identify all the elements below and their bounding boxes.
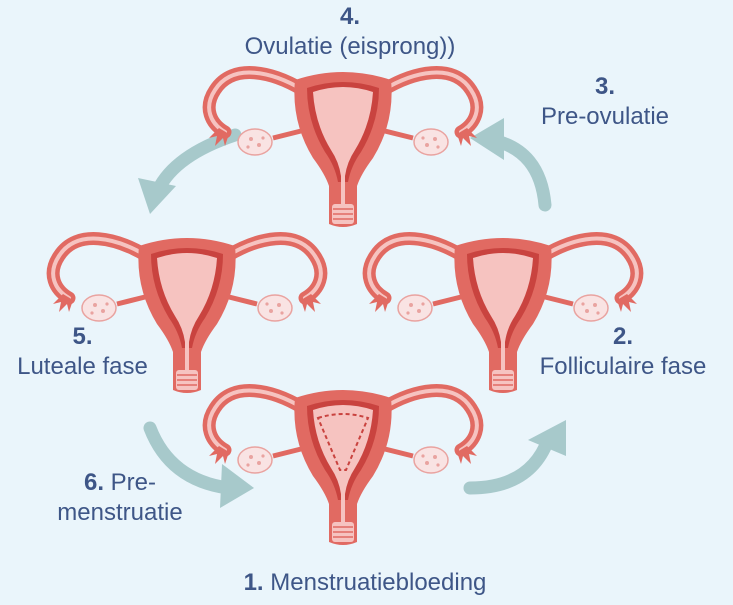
stage-3-label: 3. Pre-ovulatie bbox=[510, 72, 700, 132]
stage-number: 5. bbox=[72, 323, 93, 350]
stage-2-label: 2. Folliculaire fase bbox=[515, 322, 731, 382]
stage-name: Folliculaire fase bbox=[539, 353, 707, 380]
stage-number: 1. bbox=[243, 569, 264, 596]
stage-name: Pre-ovulatie bbox=[540, 103, 670, 130]
curved-arrow-icon bbox=[528, 420, 566, 456]
stage-number: 2. bbox=[612, 323, 633, 350]
ovulation-egg bbox=[368, 117, 374, 123]
stage-name: Ovulatie (eisprong)) bbox=[244, 33, 456, 60]
stage-1-label: 1. Menstruatiebloeding bbox=[180, 568, 550, 598]
stage-number: 3. bbox=[594, 73, 615, 100]
curved-arrow-icon bbox=[138, 178, 176, 214]
arrow-1-to-2 bbox=[463, 433, 555, 495]
uterus-icon bbox=[209, 72, 477, 227]
curved-arrow-icon bbox=[220, 464, 254, 508]
arrow-5-to-6 bbox=[143, 421, 235, 495]
stage-name: Luteale fase bbox=[17, 353, 148, 380]
stage-number: 6. bbox=[83, 469, 104, 496]
stage-6-label: 6. Pre- menstruatie bbox=[30, 468, 210, 528]
stage-name-line2: menstruatie bbox=[57, 499, 183, 526]
menstruation-detail bbox=[316, 413, 370, 471]
curved-arrow-icon bbox=[470, 118, 504, 160]
stage-4-label: 4. Ovulatie (eisprong)) bbox=[200, 2, 500, 62]
stage-5-label: 5. Luteale fase bbox=[0, 322, 165, 382]
stage-number: 4. bbox=[339, 3, 360, 30]
arrow-4-to-5 bbox=[151, 128, 242, 197]
stage-name: Pre- bbox=[110, 469, 157, 496]
stage-name: Menstruatiebloeding bbox=[270, 569, 487, 596]
